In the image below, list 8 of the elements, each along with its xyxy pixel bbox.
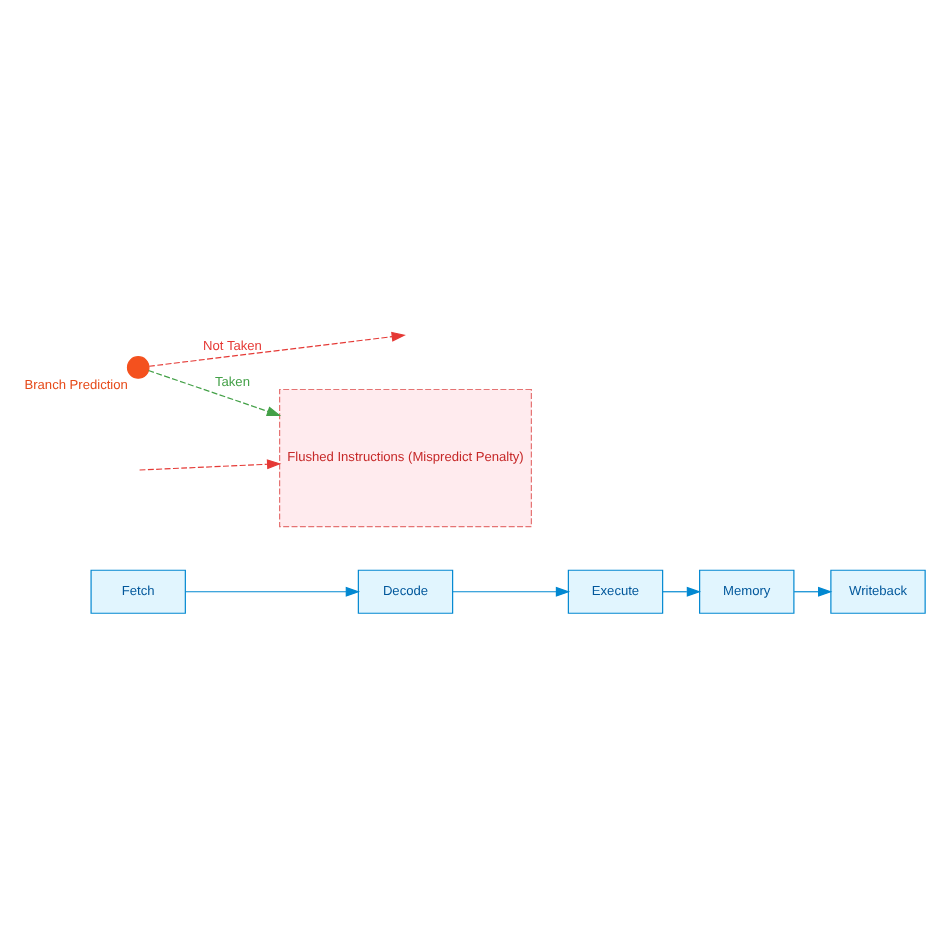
arrow [661,586,701,597]
arrow [792,586,832,597]
arrow [138,459,281,471]
node-circle [125,356,149,379]
arrow [146,369,281,417]
arrow [147,331,405,367]
arrow [451,586,570,597]
arrow [183,586,360,597]
